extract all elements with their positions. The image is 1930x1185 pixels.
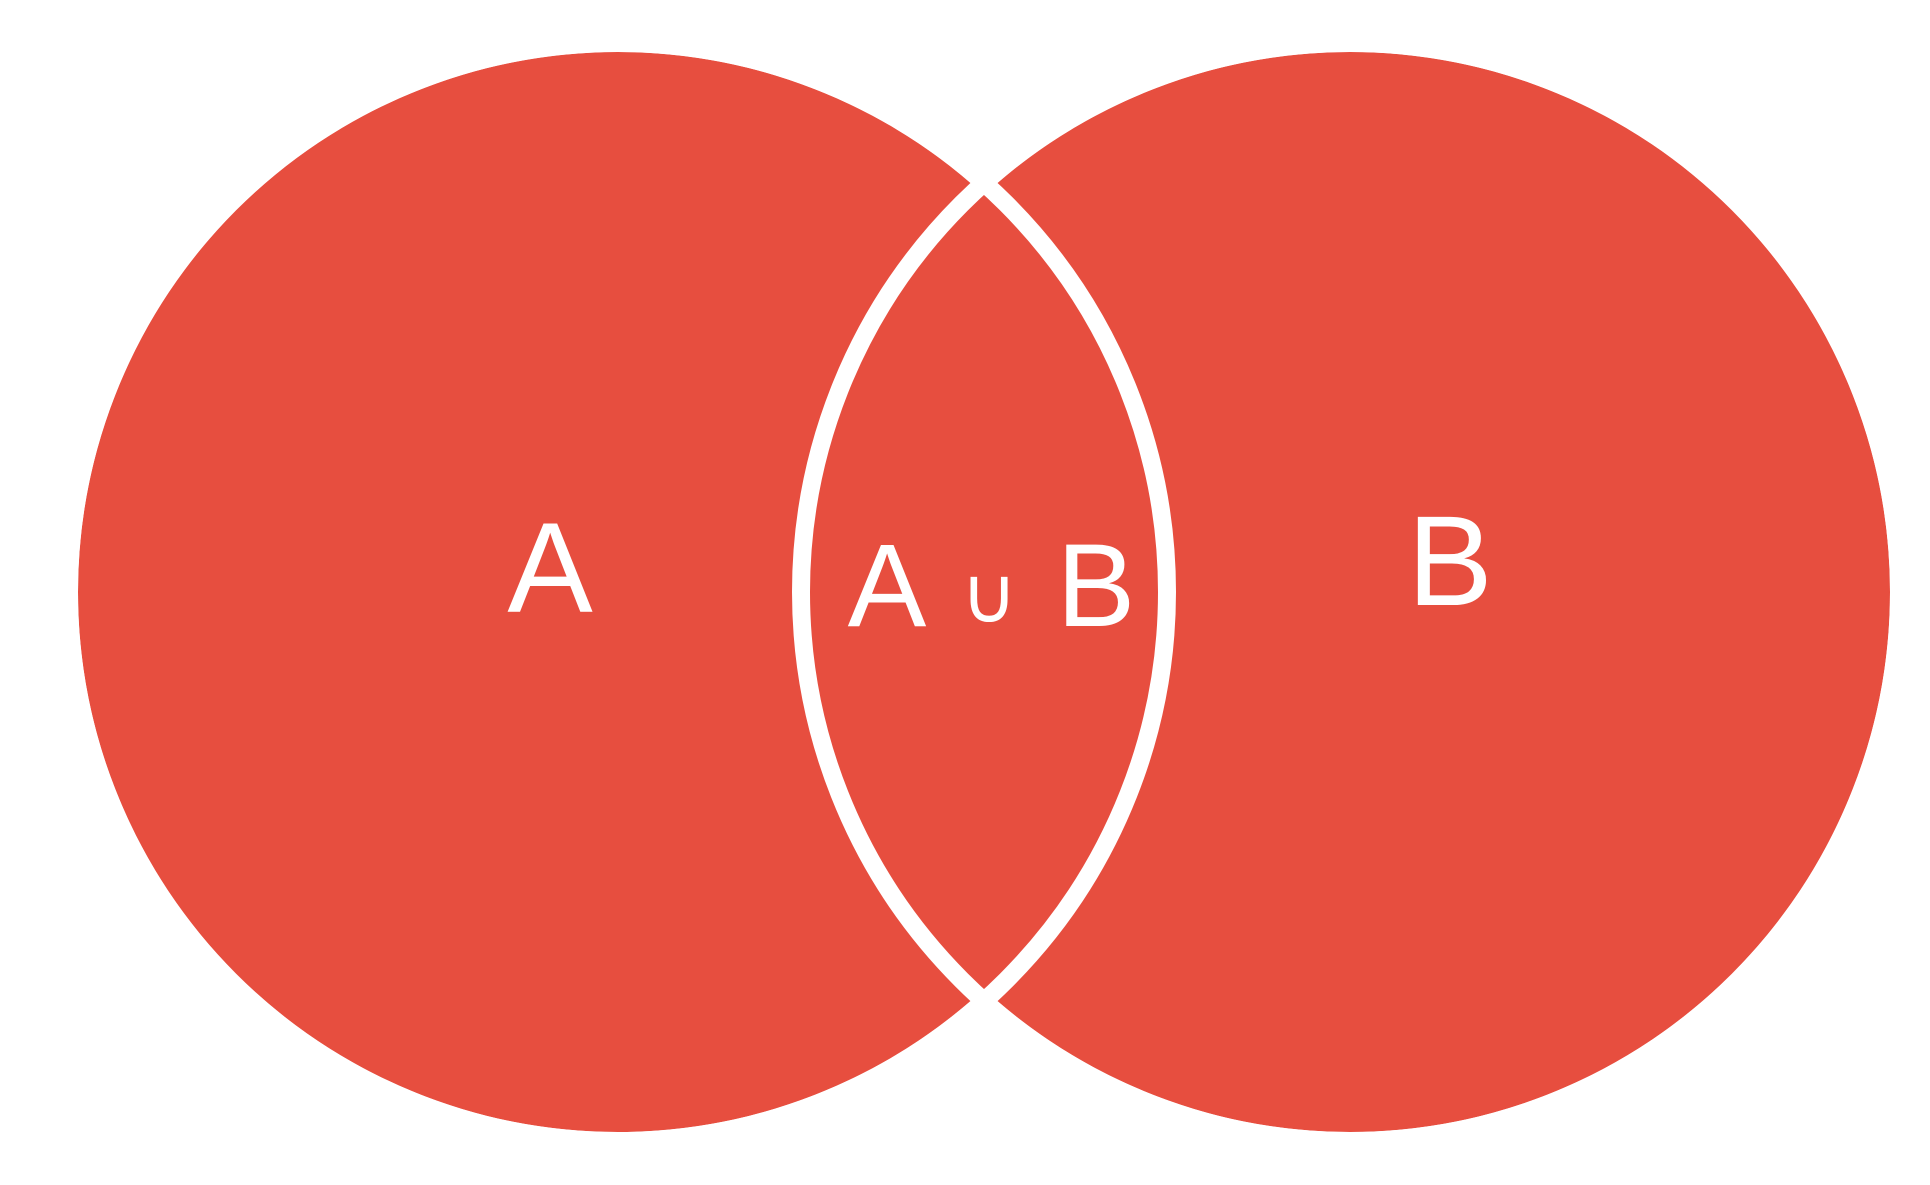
union-operator-label: ∪ [960,551,1017,639]
set-a-label: A [507,497,593,640]
intersection-right-label: B [1057,520,1136,652]
intersection-left-label: A [848,520,927,652]
set-b-outline [792,34,1908,1150]
set-a-outline [60,34,1176,1150]
set-b-label: B [1407,490,1492,633]
set-b-circle [810,52,1890,1132]
